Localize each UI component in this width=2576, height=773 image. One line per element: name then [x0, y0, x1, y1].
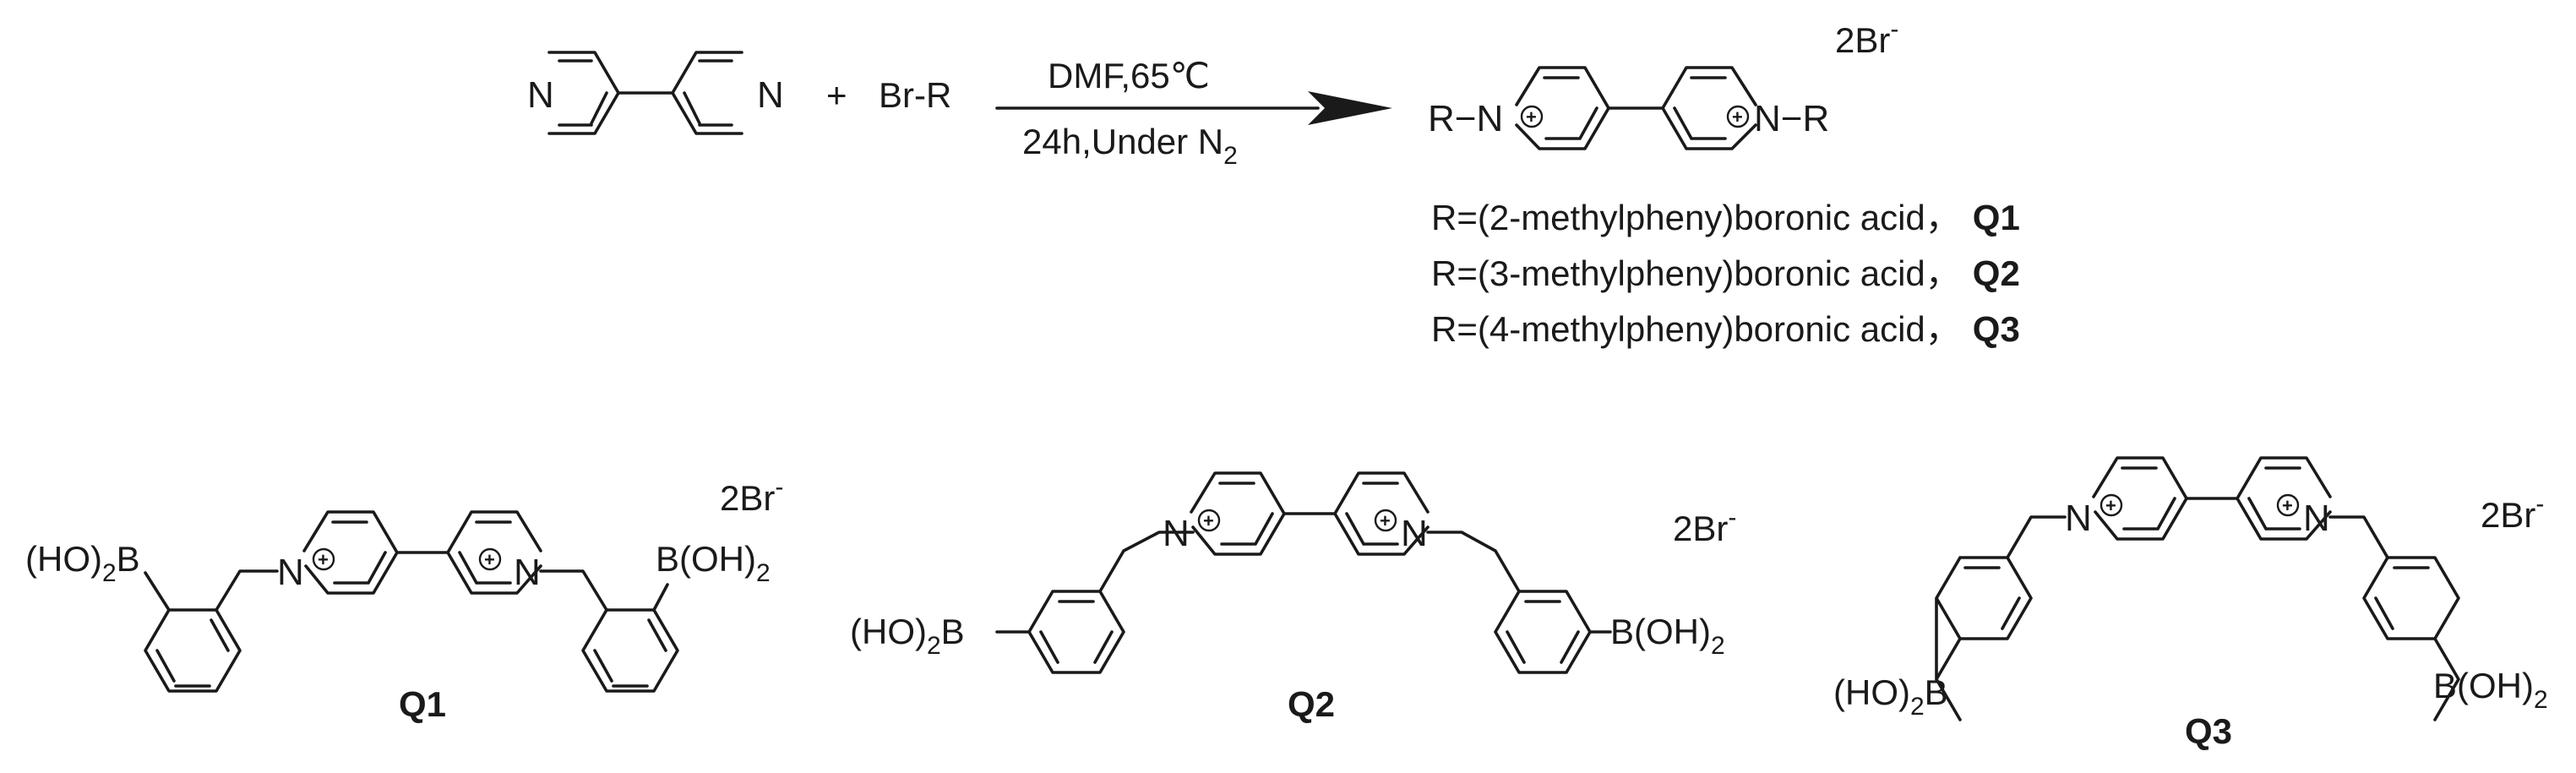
q2-boronic-right: B(OH)2 [1610, 612, 1725, 660]
q1-charge-right: + [484, 549, 495, 570]
compound-q1: (HO)2B N + + N B(OH)2 2Br- Q1 [25, 473, 783, 724]
charge-circle-left [1520, 105, 1544, 128]
condition-temperature: DMF,65℃ [1048, 56, 1210, 95]
q3-charge-right: + [2282, 495, 2293, 516]
q1-counterion: 2Br- [720, 473, 783, 518]
q3-nitrogen-left: N [2065, 498, 2092, 539]
q1-charge-circle-left [312, 547, 335, 571]
product-n-left: R−N [1428, 98, 1503, 139]
compound-q2: (HO)2B N + + N B(OH)2 2Br- Q2 [850, 471, 1736, 724]
arrow-head [1308, 91, 1392, 125]
q3-label: Q3 [2185, 711, 2232, 751]
q1-charge-circle-right [478, 547, 502, 571]
q3-counterion: 2Br- [2481, 490, 2544, 535]
product-counterion: 2Br- [1835, 15, 1898, 60]
reactant-nitrogen-right: N [757, 74, 784, 116]
q3-boronic-left: (HO)2B [1833, 672, 1948, 721]
q1-boronic-right: B(OH)2 [656, 539, 771, 587]
q2-nitrogen-right: N [1401, 513, 1428, 554]
q2-counterion: 2Br- [1673, 504, 1736, 548]
reagent-br-r: Br-R [879, 75, 951, 115]
q3-nitrogen-right: N [2303, 498, 2330, 539]
r-group-line-3: R=(4-methylpheny)boronic acid，Q3 [1431, 309, 2020, 349]
q2-boronic-left: (HO)2B [850, 612, 965, 660]
q1-nitrogen-left: N [277, 552, 304, 593]
q2-charge-left: + [1203, 510, 1214, 531]
product-viologen: R−N + + N−R 2Br- [1428, 15, 1898, 150]
q1-charge-left: + [318, 549, 329, 570]
q1-boronic-left: (HO)2B [25, 539, 140, 587]
charge-left: + [1526, 106, 1537, 128]
q3-charge-left: + [2105, 495, 2116, 516]
q2-label: Q2 [1288, 684, 1335, 724]
q2-nitrogen-left: N [1163, 513, 1190, 554]
r-group-definitions: R=(2-methylpheny)boronic acid，Q1 R=(3-me… [1431, 198, 2020, 349]
q1-label: Q1 [399, 684, 446, 724]
compound-q3: N + (HO)2B + N B(OH)2 2Br- Q3 [1833, 456, 2548, 751]
product-n-right: N−R [1754, 98, 1829, 139]
charge-circle-right [1726, 105, 1750, 128]
condition-time: 24h,Under N2 [1022, 122, 1238, 170]
reaction-arrow: DMF,65℃ 24h,Under N2 [995, 56, 1392, 170]
q1-nitrogen-right: N [514, 552, 541, 593]
reactant-bipyridine: N N [527, 51, 784, 135]
q2-charge-circle-right [1374, 509, 1397, 532]
plus-sign: + [826, 75, 847, 115]
q2-charge-right: + [1380, 510, 1391, 531]
q3-charge-circle-right [2276, 493, 2300, 517]
q2-charge-circle-left [1197, 509, 1221, 532]
r-group-line-1: R=(2-methylpheny)boronic acid，Q1 [1431, 198, 2020, 237]
reactant-nitrogen-left: N [527, 74, 554, 116]
charge-right: + [1732, 106, 1743, 128]
q3-boronic-right: B(OH)2 [2433, 666, 2548, 714]
q3-charge-circle-left [2099, 493, 2123, 517]
r-group-line-2: R=(3-methylpheny)boronic acid，Q2 [1431, 253, 2020, 293]
